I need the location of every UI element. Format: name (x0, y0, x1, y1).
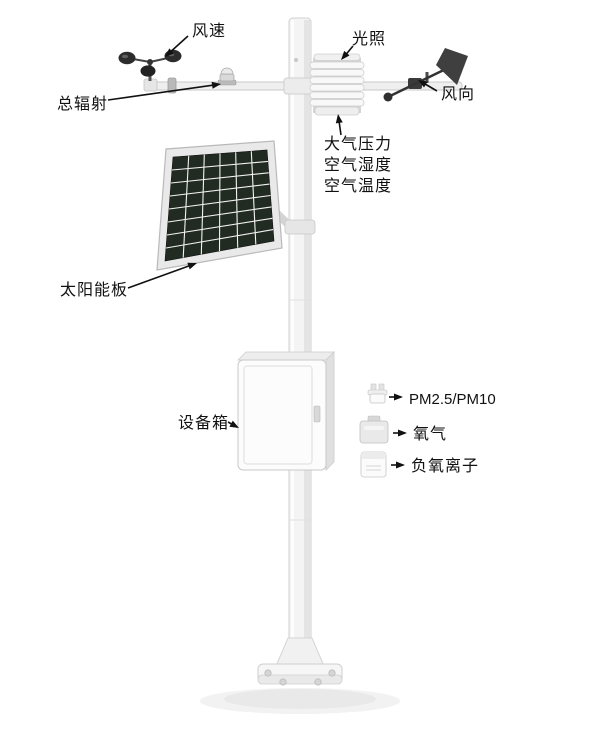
pole-base (257, 637, 343, 686)
radiation-shield (309, 53, 365, 116)
pole-hole (294, 58, 298, 62)
label-air-temperature: 空气温度 (324, 178, 393, 195)
arrow-negative-ion (391, 461, 405, 469)
label-wind-speed: 风速 (192, 23, 227, 40)
label-light: 光照 (352, 31, 387, 48)
solar-panel-grid (165, 151, 274, 258)
anemometer (118, 49, 182, 92)
base-bolt (328, 669, 336, 677)
label-pm: PM2.5/PM10 (409, 391, 496, 408)
arrow-pm (389, 393, 403, 401)
solar-panel (156, 140, 283, 271)
ground-shadow (200, 688, 400, 714)
arrow-equipment-box (227, 420, 239, 428)
equipment-box-door (243, 365, 313, 465)
label-negative-ion: 负氧离子 (411, 458, 480, 475)
arrow-oxygen (393, 429, 407, 437)
label-shield-sensors: 大气压力 空气湿度 空气温度 (324, 134, 392, 197)
arrow-wind-speed (165, 35, 189, 57)
pyranometer (217, 67, 237, 86)
arrow-total-radiation (107, 81, 221, 101)
equipment-box-latch (313, 405, 321, 423)
arm-clamp-left (167, 77, 177, 94)
label-oxygen: 氧气 (413, 426, 448, 443)
pm-sensor (367, 383, 388, 404)
label-air-humidity: 空气湿度 (324, 157, 393, 174)
base-bolt (264, 669, 272, 677)
arrow-wind-direction (418, 80, 438, 92)
oxygen-sensor (359, 415, 389, 444)
base-bolt (279, 678, 287, 686)
label-solar-panel: 太阳能板 (60, 282, 129, 299)
label-equipment-box: 设备箱 (178, 415, 230, 432)
label-wind-direction: 风向 (441, 86, 476, 103)
callout-arrows (107, 35, 438, 469)
arrow-solar-panel (127, 262, 197, 289)
arrow-shield-sensors (335, 114, 343, 136)
base-bolt (314, 678, 322, 686)
label-air-pressure: 大气压力 (324, 136, 393, 153)
equipment-box (237, 351, 335, 471)
wind-vane (383, 48, 468, 102)
label-total-radiation: 总辐射 (57, 96, 109, 113)
arrow-light (341, 45, 354, 60)
negative-ion-sensor (360, 451, 387, 478)
pole (288, 17, 312, 649)
